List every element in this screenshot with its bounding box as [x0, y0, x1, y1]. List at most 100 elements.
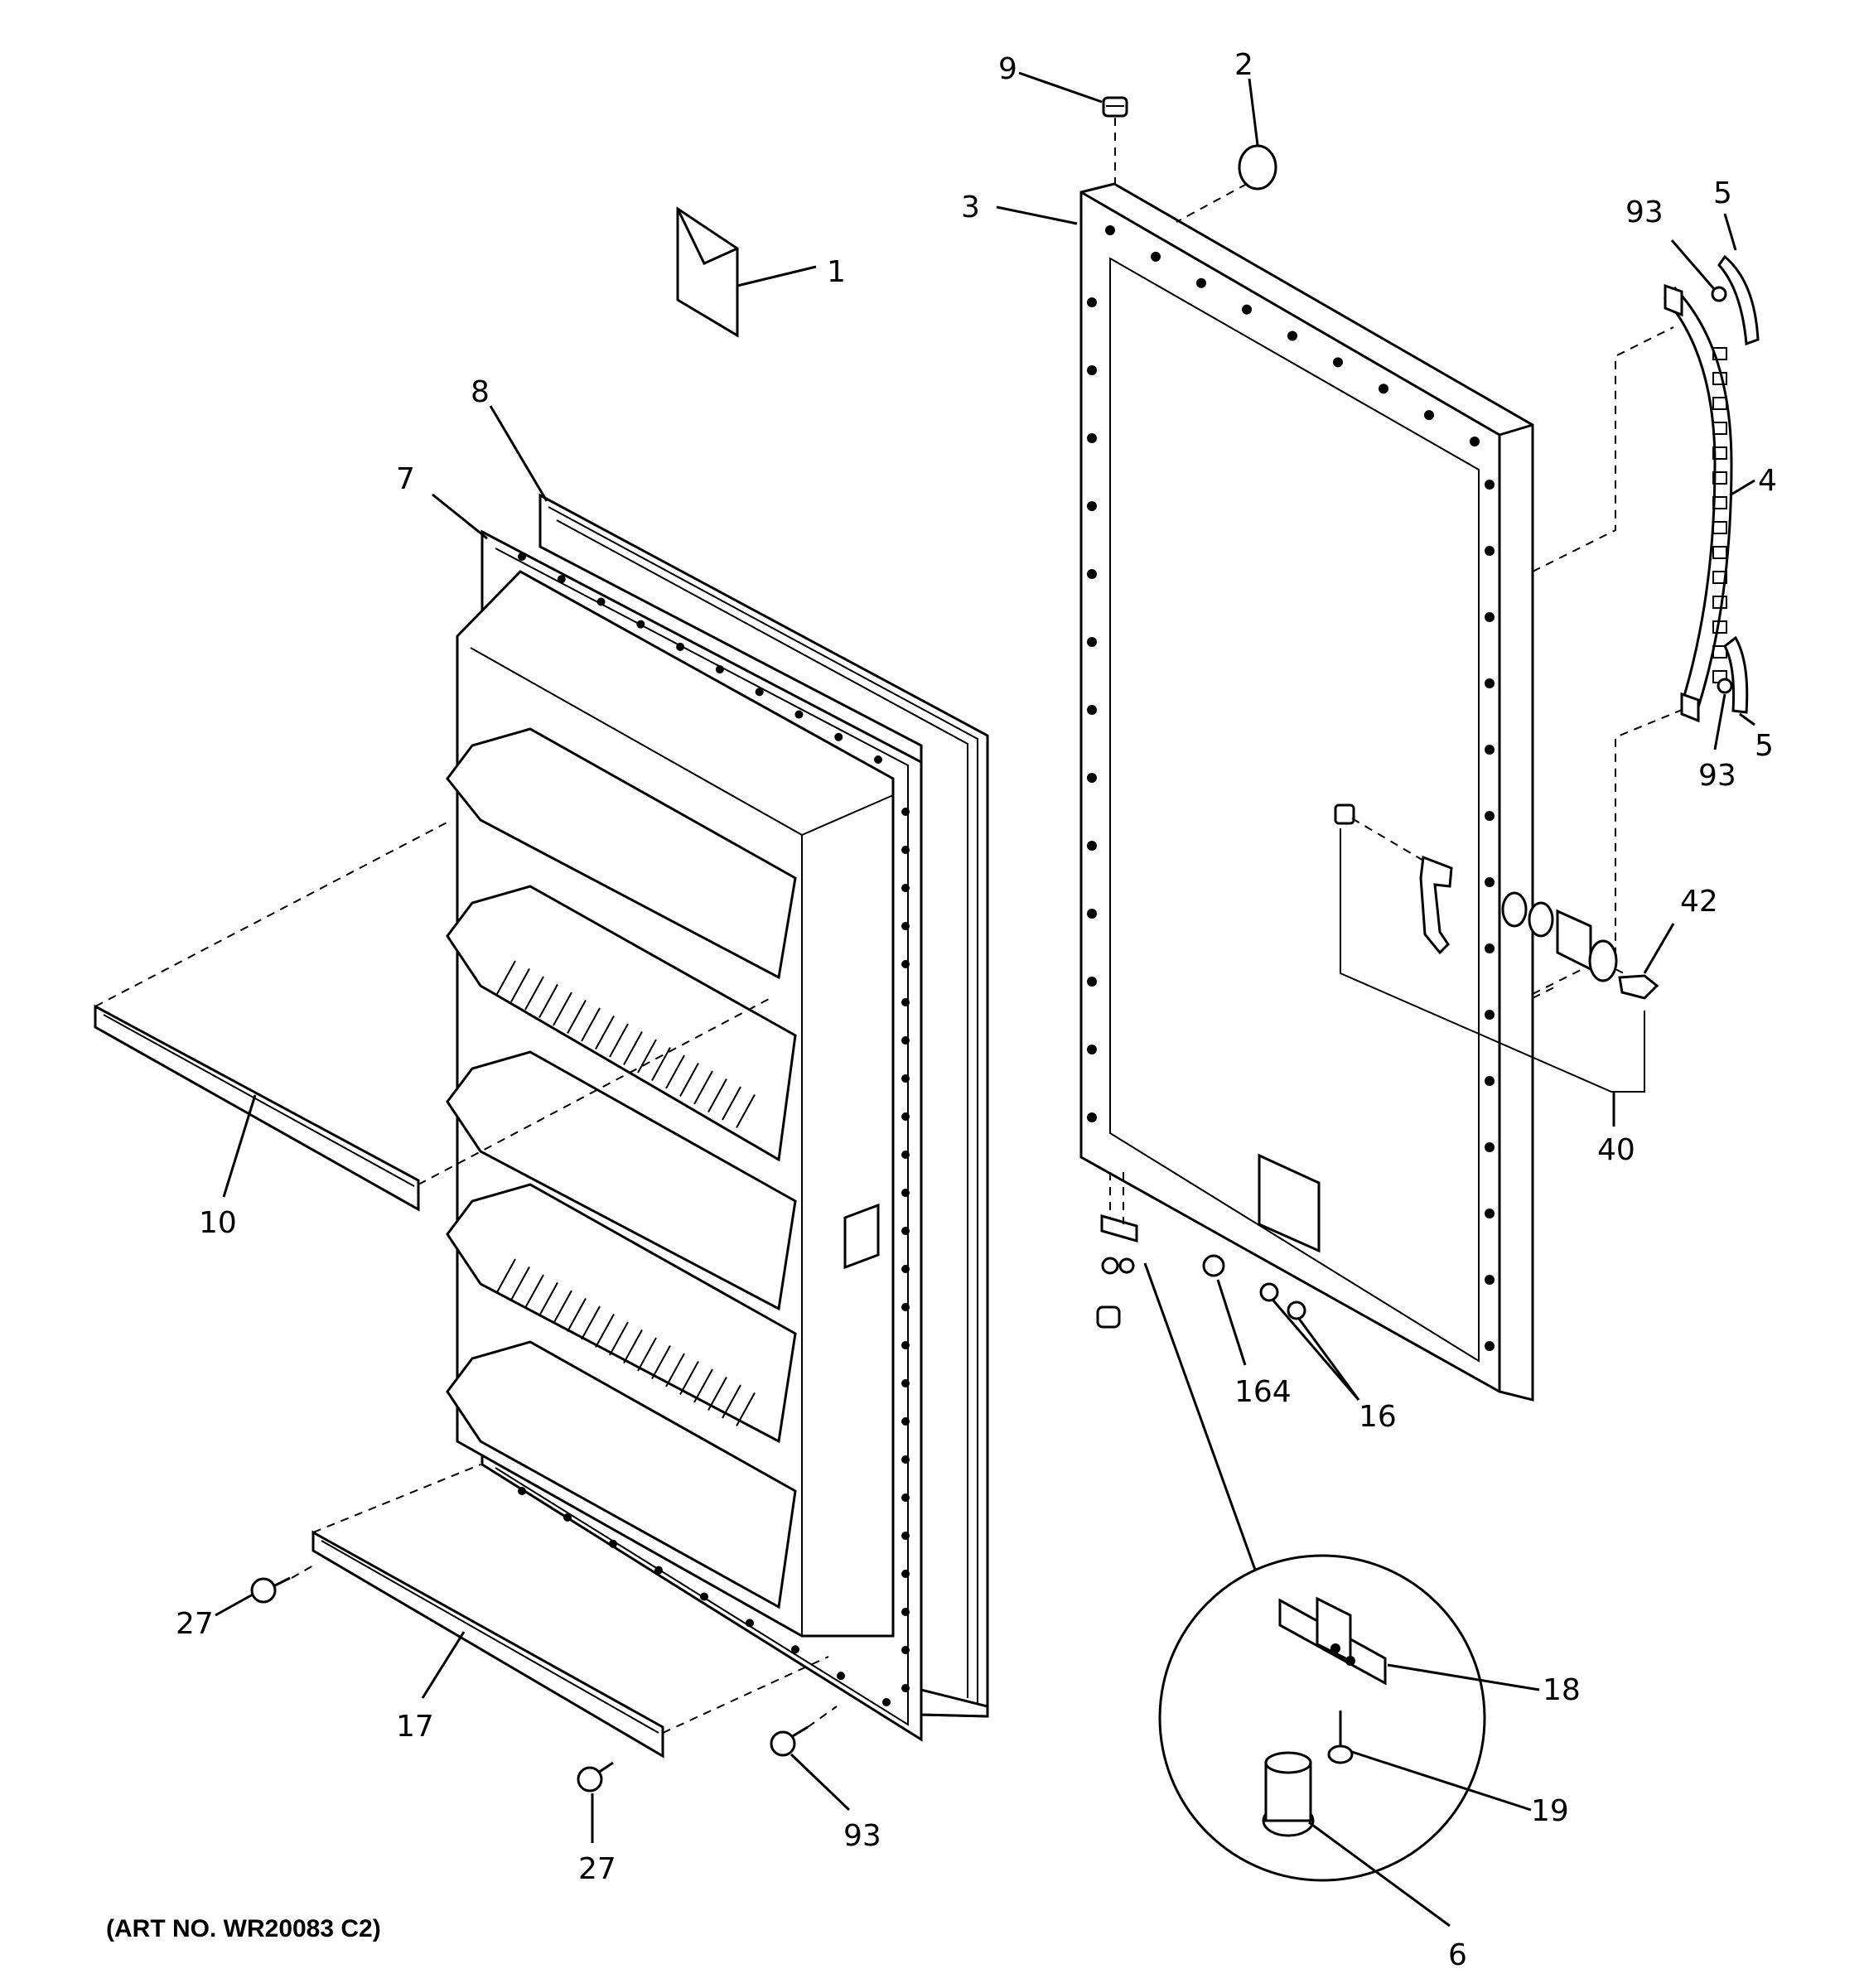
panel-hole — [1087, 433, 1097, 443]
liner-hole — [901, 1303, 910, 1311]
grip-notch — [1712, 521, 1727, 534]
liner-hole — [794, 710, 804, 719]
panel-hole — [1087, 841, 1097, 851]
panel-hole — [1485, 1275, 1495, 1285]
liner-hole — [901, 884, 910, 892]
detail-magnify-circle — [1158, 1554, 1486, 1882]
grille-bar — [524, 1274, 544, 1309]
panel-hole — [1485, 1142, 1495, 1152]
grille-bar — [581, 1305, 601, 1340]
liner-hole — [901, 960, 910, 968]
lock-assembly — [1334, 803, 1618, 982]
liner-hole — [755, 688, 764, 697]
literature-envelope — [676, 206, 739, 338]
liner-hole — [901, 1646, 910, 1654]
label-part-6: 6 — [1448, 1938, 1467, 1972]
liner-hole — [654, 1566, 663, 1575]
grille-bar — [553, 1290, 572, 1325]
grille-bar — [609, 1023, 629, 1058]
liner-hole — [563, 1513, 572, 1522]
liner-hole — [901, 1341, 910, 1349]
panel-hole — [1424, 410, 1434, 421]
liner-hole — [901, 1684, 910, 1692]
small-washer — [1118, 1257, 1135, 1274]
push-pin-27-bottom — [577, 1761, 614, 1793]
label-part-5-top: 5 — [1713, 176, 1732, 210]
panel-hole — [1485, 1076, 1495, 1086]
grip-notch — [1712, 347, 1727, 360]
grille-bar — [510, 1267, 530, 1300]
liner-hole — [901, 1417, 910, 1426]
panel-hole — [1087, 977, 1097, 987]
grille-bar — [679, 1361, 699, 1395]
liner-hole — [901, 1074, 910, 1083]
panel-hole — [1485, 877, 1495, 887]
screw-93-lower — [770, 1725, 809, 1757]
liner-screw-holes — [518, 552, 910, 1706]
label-part-164: 164 — [1234, 1375, 1292, 1409]
grille-bar — [609, 1321, 629, 1356]
liner-hole — [901, 922, 910, 930]
hole-plug-9 — [1102, 96, 1128, 118]
liner-hole — [901, 998, 910, 1006]
handle-grip-notches — [1712, 347, 1727, 683]
grille-bar — [567, 1000, 587, 1034]
door-liner — [446, 529, 923, 1742]
panel-hole — [1485, 745, 1495, 755]
label-part-19: 19 — [1531, 1794, 1569, 1828]
hinge-bracket-small — [1100, 1214, 1138, 1242]
grille-bar — [651, 1047, 671, 1081]
lock-key — [1618, 974, 1659, 1000]
grip-notch — [1712, 397, 1727, 410]
liner-hole — [901, 1112, 910, 1121]
panel-hole — [1105, 225, 1115, 235]
grille-bar — [722, 1086, 741, 1121]
liner-hole — [609, 1539, 617, 1548]
panel-hole — [1485, 1209, 1495, 1218]
screw-93-top — [1711, 286, 1727, 302]
grille-bar — [707, 1078, 727, 1112]
panel-hole — [1485, 1010, 1495, 1020]
liner-hole — [882, 1698, 891, 1706]
label-part-17: 17 — [396, 1710, 434, 1744]
art-number-caption: (ART NO. WR20083 C2) — [106, 1915, 381, 1942]
panel-hole — [1485, 480, 1495, 490]
grip-notch — [1712, 372, 1727, 385]
label-part-93-lower: 93 — [843, 1819, 881, 1853]
grille-bar — [693, 1070, 713, 1105]
screw-93-mid — [1717, 678, 1733, 694]
grille-bar — [651, 1345, 671, 1379]
hinge-bushing-6 — [1262, 1751, 1315, 1837]
liner-hole — [901, 1532, 910, 1540]
grip-notch — [1712, 571, 1727, 584]
grille-bar — [567, 1298, 587, 1332]
push-pin-27-left — [250, 1576, 291, 1604]
label-part-27-bottom: 27 — [578, 1852, 616, 1886]
label-part-3: 3 — [961, 191, 980, 224]
label-part-2: 2 — [1234, 48, 1253, 82]
label-part-27-left: 27 — [176, 1607, 214, 1641]
outer-door-panel — [1079, 182, 1534, 1402]
small-screw — [1101, 1257, 1119, 1275]
liner-hole — [901, 1265, 910, 1273]
liner-hole — [901, 1493, 910, 1502]
grille-bar — [623, 1329, 643, 1363]
liner-hole — [596, 597, 606, 606]
grille-bar — [553, 992, 572, 1026]
grille-bar — [665, 1054, 685, 1089]
liner-hole — [901, 846, 910, 854]
grip-notch — [1712, 422, 1727, 435]
liner-hole — [834, 732, 843, 741]
panel-hole — [1242, 304, 1252, 315]
grille-bar — [679, 1063, 699, 1097]
lower-trim-strip — [311, 1530, 664, 1759]
grille-bar — [736, 1094, 756, 1128]
label-part-42: 42 — [1680, 885, 1718, 919]
liner-hole — [715, 665, 724, 674]
panel-hole — [1087, 501, 1097, 511]
liner-hole — [901, 1036, 910, 1045]
label-part-16: 16 — [1359, 1400, 1397, 1434]
handle-end-cap-top — [1717, 254, 1760, 346]
label-part-1: 1 — [827, 255, 846, 289]
